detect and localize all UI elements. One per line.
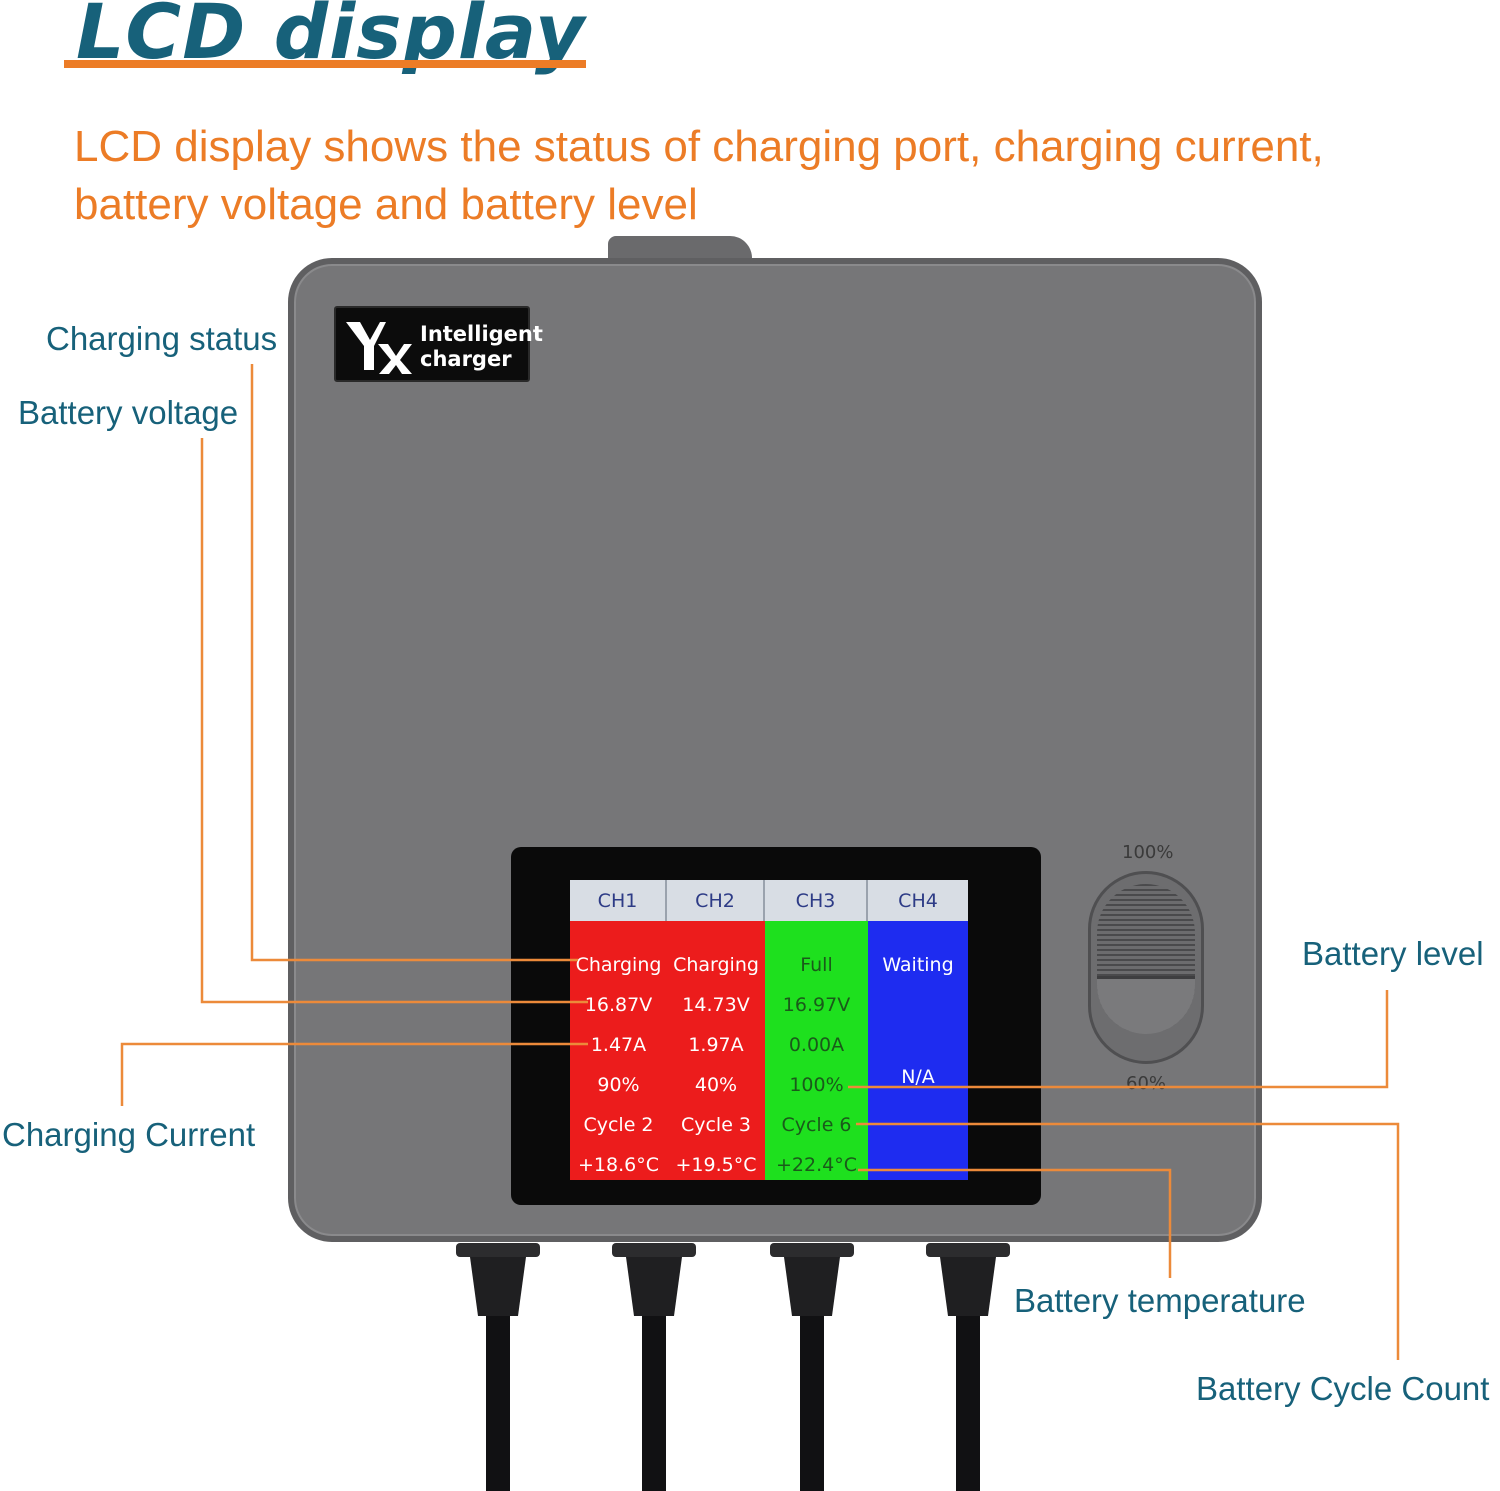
dial-label-top: 100% (1122, 842, 1174, 863)
leader-line-battery-cycle-count (856, 1122, 1400, 1360)
callout-battery-temperature: Battery temperature (1014, 1282, 1306, 1319)
dial-grip (1097, 884, 1195, 1034)
charging-status-value: Charging (673, 954, 759, 976)
charging-current-value: 1.97A (688, 1034, 744, 1056)
leader-line-charging-current (120, 1042, 588, 1106)
charging-status-value: Full (800, 954, 833, 976)
charging-status-value: Waiting (882, 954, 954, 976)
callout-charging-status: Charging status (46, 320, 278, 357)
battery-cycle-value: Cycle 6 (781, 1114, 852, 1136)
channel-header: CH4 (868, 880, 968, 921)
yx-logo-icon (346, 322, 412, 374)
channel-body: Charging 14.73V 1.97A 40% Cycle 3 +19.5°… (667, 921, 765, 1180)
dial-label-bottom: 60% (1126, 1073, 1167, 1094)
logo-line-2: charger (420, 347, 512, 371)
callout-charging-current: Charging Current (2, 1116, 256, 1153)
channel-header: CH3 (765, 880, 868, 921)
page-subtitle: LCD display shows the status of charging… (74, 122, 1324, 229)
channel-body: Charging 16.87V 1.47A 90% Cycle 2 +18.6°… (570, 921, 667, 1180)
channel-header: CH1 (570, 880, 667, 921)
leader-line-battery-voltage (200, 438, 588, 1004)
channel-body: Full 16.97V 0.00A 100% Cycle 6 +22.4°C (765, 921, 868, 1180)
channel-body: Waiting N/A (868, 921, 968, 1180)
battery-temperature-value: +19.5°C (675, 1154, 757, 1176)
battery-temperature-value: +18.6°C (578, 1154, 659, 1176)
battery-level-value: 100% (789, 1074, 844, 1096)
logo-text: Intelligent charger (420, 322, 543, 372)
logo-line-1: Intelligent (420, 322, 543, 346)
charge-level-dial[interactable] (1088, 871, 1204, 1064)
channel-header: CH2 (667, 880, 765, 921)
not-available-value: N/A (901, 1066, 935, 1088)
lcd-display: CH1 Charging 16.87V 1.47A 90% Cycle 2 +1… (570, 880, 968, 1180)
battery-cycle-value: Cycle 3 (680, 1114, 752, 1136)
battery-cycle-value: Cycle 2 (583, 1114, 654, 1136)
leader-line-battery-level (848, 990, 1389, 1089)
callout-battery-cycle-count: Battery Cycle Count (1196, 1370, 1490, 1407)
charging-current-value: 1.47A (590, 1034, 647, 1056)
cable-3 (770, 1243, 854, 1491)
channel-ch1: CH1 Charging 16.87V 1.47A 90% Cycle 2 +1… (570, 880, 667, 1180)
callout-battery-voltage: Battery voltage (18, 394, 239, 431)
battery-level-value: 40% (694, 1074, 738, 1096)
cable-4 (926, 1243, 1010, 1491)
brand-logo: Intelligent charger (334, 306, 543, 382)
battery-temperature-value: +22.4°C (776, 1154, 857, 1176)
channel-ch4: CH4 Waiting N/A (868, 880, 968, 1180)
title-underline (64, 60, 586, 68)
callout-battery-level: Battery level (1302, 935, 1484, 972)
page-title: LCD display (76, 0, 586, 76)
channel-ch2: CH2 Charging 14.73V 1.97A 40% Cycle 3 +1… (667, 880, 765, 1180)
leader-line-battery-temperature (858, 1168, 1172, 1278)
cable-2 (612, 1243, 696, 1491)
battery-voltage-value: 14.73V (682, 994, 750, 1016)
battery-voltage-value: 16.97V (782, 994, 851, 1016)
channel-ch3: CH3 Full 16.97V 0.00A 100% Cycle 6 +22.4… (765, 880, 868, 1180)
battery-level-value: 90% (597, 1074, 640, 1096)
cable-1 (456, 1243, 540, 1491)
leader-line-charging-status (250, 364, 578, 962)
battery-voltage-value: 16.87V (584, 994, 653, 1016)
dial-knob (1097, 976, 1195, 1034)
charging-status-value: Charging (575, 954, 662, 976)
charging-current-value: 0.00A (788, 1034, 845, 1056)
